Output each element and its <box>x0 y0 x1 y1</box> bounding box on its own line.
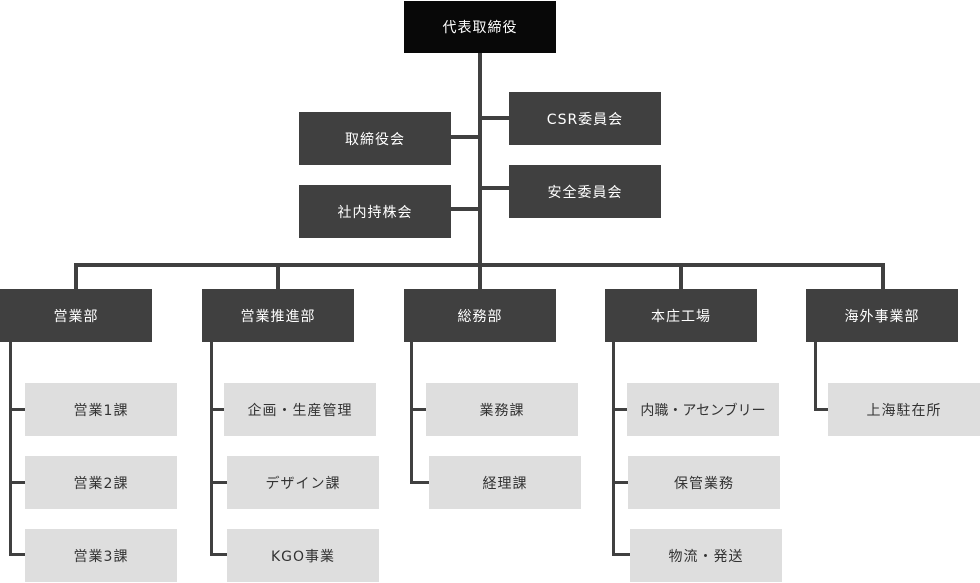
section-box-3-1: 業務課 <box>426 383 578 436</box>
connector-drop-dept-2 <box>276 263 280 290</box>
section-box-2-3: KGO事業 <box>227 529 379 582</box>
section-box-1-1: 営業1課 <box>25 383 177 436</box>
dept-box-2: 営業推進部 <box>202 289 354 342</box>
section-box-2-2: デザイン課 <box>227 456 379 509</box>
connector-to-anzen <box>480 186 510 190</box>
section-box-2-1: 企画・生産管理 <box>224 383 376 436</box>
section-box-3-2: 経理課 <box>429 456 581 509</box>
connector-dept-3-vertical <box>410 341 413 484</box>
connector-drop-dept-1 <box>74 263 78 290</box>
connector-to-shanai-mochikabukai <box>450 207 480 211</box>
dept-box-4: 本庄工場 <box>605 289 757 342</box>
connector-dept-3-sec-2 <box>410 481 430 484</box>
section-box-4-3: 物流・発送 <box>630 529 782 582</box>
connector-dept-1-vertical <box>9 341 12 556</box>
connector-trunk <box>478 53 482 266</box>
connector-to-csr <box>480 116 510 120</box>
dept-box-3: 総務部 <box>404 289 556 342</box>
connector-dept-4-sec-3 <box>612 553 631 556</box>
connector-dept-2-sec-1 <box>210 408 226 411</box>
connector-dept-1-sec-3 <box>9 553 25 556</box>
connector-drop-dept-3 <box>478 263 482 290</box>
connector-to-torishimariyakukai <box>450 135 480 139</box>
connector-dept-5-vertical <box>814 341 817 411</box>
connector-dept-4-sec-2 <box>612 481 629 484</box>
connector-dept-2-sec-3 <box>210 553 228 556</box>
top-box-daihyo-torishimariyaku: 代表取締役 <box>404 1 556 53</box>
connector-drop-dept-5 <box>881 263 885 290</box>
connector-dept-2-vertical <box>210 341 213 556</box>
section-box-4-1: 内職・アセンブリー <box>627 383 779 436</box>
connector-dept-3-sec-1 <box>410 408 427 411</box>
connector-dept-4-sec-1 <box>612 408 628 411</box>
dept-box-1: 営業部 <box>0 289 152 342</box>
section-box-5-1: 上海駐在所 <box>828 383 980 436</box>
section-box-1-2: 営業2課 <box>25 456 177 509</box>
side-box-torishimariyakukai: 取締役会 <box>299 112 451 165</box>
dept-box-5: 海外事業部 <box>806 289 958 342</box>
connector-drop-dept-4 <box>679 263 683 290</box>
section-box-1-3: 営業3課 <box>25 529 177 582</box>
section-box-4-2: 保管業務 <box>628 456 780 509</box>
side-box-csr-iinkai: CSR委員会 <box>509 92 661 145</box>
connector-dept-1-sec-1 <box>9 408 25 411</box>
side-box-anzen-iinkai: 安全委員会 <box>509 165 661 218</box>
connector-dept-1-sec-2 <box>9 481 25 484</box>
connector-dept-4-vertical <box>612 341 615 556</box>
connector-dept-5-sec-1 <box>814 408 830 411</box>
side-box-shanai-mochikabukai: 社内持株会 <box>299 185 451 238</box>
connector-dept-2-sec-2 <box>210 481 228 484</box>
